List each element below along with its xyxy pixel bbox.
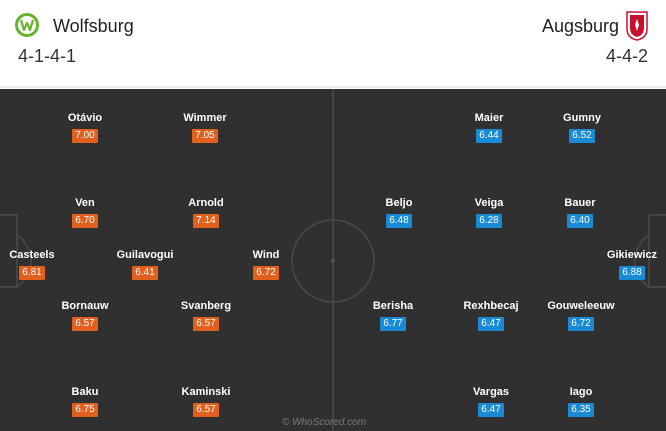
player-rating: 6.52 — [569, 129, 595, 143]
away-player-veiga[interactable]: Veiga 6.28 — [449, 197, 529, 228]
home-player-wind[interactable]: Wind 6.72 — [226, 249, 306, 280]
away-player-gouweleeuw[interactable]: Gouweleeuw 6.72 — [541, 300, 621, 331]
player-name: Otávio — [67, 112, 103, 124]
away-player-gumny[interactable]: Gumny 6.52 — [542, 112, 622, 143]
player-rating: 6.72 — [568, 317, 594, 331]
player-rating: 6.57 — [193, 317, 219, 331]
player-rating: 6.77 — [380, 317, 406, 331]
player-name: Gouweleeuw — [547, 300, 615, 312]
player-name: Vargas — [472, 386, 510, 398]
away-player-rexhbecaj[interactable]: Rexhbecaj 6.47 — [451, 300, 531, 331]
pitch: Casteels 6.81 Otávio 7.00 Wimmer 7.05 Ve… — [0, 89, 666, 431]
player-name: Beljo — [385, 197, 413, 209]
away-team-name[interactable]: Augsburg — [541, 16, 619, 36]
home-player-svanberg[interactable]: Svanberg 6.57 — [166, 300, 246, 331]
player-rating: 6.28 — [476, 214, 502, 228]
player-rating: 7.14 — [193, 214, 219, 228]
player-rating: 7.00 — [72, 129, 98, 143]
away-player-iago[interactable]: Iago 6.35 — [541, 386, 621, 417]
player-rating: 6.47 — [478, 317, 504, 331]
home-player-casteels[interactable]: Casteels 6.81 — [0, 249, 72, 280]
player-rating: 6.57 — [72, 317, 98, 331]
player-rating: 6.81 — [19, 266, 45, 280]
player-name: Rexhbecaj — [463, 300, 519, 312]
player-name: Berisha — [372, 300, 414, 312]
player-rating: 7.05 — [192, 129, 218, 143]
player-rating: 6.44 — [476, 129, 502, 143]
player-rating: 6.57 — [193, 403, 219, 417]
home-player-ven[interactable]: Ven 6.70 — [45, 197, 125, 228]
home-player-kaminski[interactable]: Kaminski 6.57 — [166, 386, 246, 417]
player-name: Maier — [474, 112, 504, 124]
player-name: Iago — [569, 386, 593, 398]
home-formation: 4-1-4-1 — [18, 46, 77, 66]
away-player-berisha[interactable]: Berisha 6.77 — [353, 300, 433, 331]
player-name: Ven — [75, 197, 95, 209]
whoscored-watermark: © WhoScored.com — [282, 417, 367, 428]
away-player-bauer[interactable]: Bauer 6.40 — [540, 197, 620, 228]
away-player-beljo[interactable]: Beljo 6.48 — [359, 197, 439, 228]
player-rating: 6.48 — [386, 214, 412, 228]
away-player-gikiewicz[interactable]: Gikiewicz 6.88 — [592, 249, 666, 280]
player-rating: 6.47 — [478, 403, 504, 417]
player-rating: 6.70 — [72, 214, 98, 228]
player-name: Guilavogui — [116, 249, 174, 261]
wolfsburg-logo-icon — [15, 13, 39, 37]
player-name: Veiga — [474, 197, 504, 209]
player-name: Svanberg — [180, 300, 232, 312]
player-rating: 6.41 — [132, 266, 158, 280]
player-name: Kaminski — [181, 386, 231, 398]
player-rating: 6.35 — [568, 403, 594, 417]
player-name: Bornauw — [61, 300, 109, 312]
player-name: Wimmer — [183, 112, 227, 124]
home-player-baku[interactable]: Baku 6.75 — [45, 386, 125, 417]
player-name: Casteels — [9, 249, 55, 261]
away-player-maier[interactable]: Maier 6.44 — [449, 112, 529, 143]
away-formation: 4-4-2 — [605, 46, 648, 66]
home-player-bornauw[interactable]: Bornauw 6.57 — [45, 300, 125, 331]
home-player-wimmer[interactable]: Wimmer 7.05 — [165, 112, 245, 143]
player-name: Gikiewicz — [606, 249, 658, 261]
player-name: Wind — [252, 249, 280, 261]
pitch-markings — [0, 89, 666, 431]
player-rating: 6.75 — [72, 403, 98, 417]
header-divider — [0, 86, 666, 88]
home-player-otavio[interactable]: Otávio 7.00 — [45, 112, 125, 143]
player-name: Gumny — [563, 112, 601, 124]
match-header: Wolfsburg 4-1-4-1 Augsburg 4-4-2 — [0, 0, 666, 88]
player-name: Arnold — [188, 197, 224, 209]
player-name: Baku — [71, 386, 99, 398]
player-rating: 6.72 — [253, 266, 279, 280]
player-name: Bauer — [564, 197, 596, 209]
augsburg-logo-icon — [626, 11, 648, 41]
player-rating: 6.40 — [567, 214, 593, 228]
home-player-guilavogui[interactable]: Guilavogui 6.41 — [105, 249, 185, 280]
player-rating: 6.88 — [619, 266, 645, 280]
away-player-vargas[interactable]: Vargas 6.47 — [451, 386, 531, 417]
home-player-arnold[interactable]: Arnold 7.14 — [166, 197, 246, 228]
home-team-name[interactable]: Wolfsburg — [53, 16, 134, 36]
